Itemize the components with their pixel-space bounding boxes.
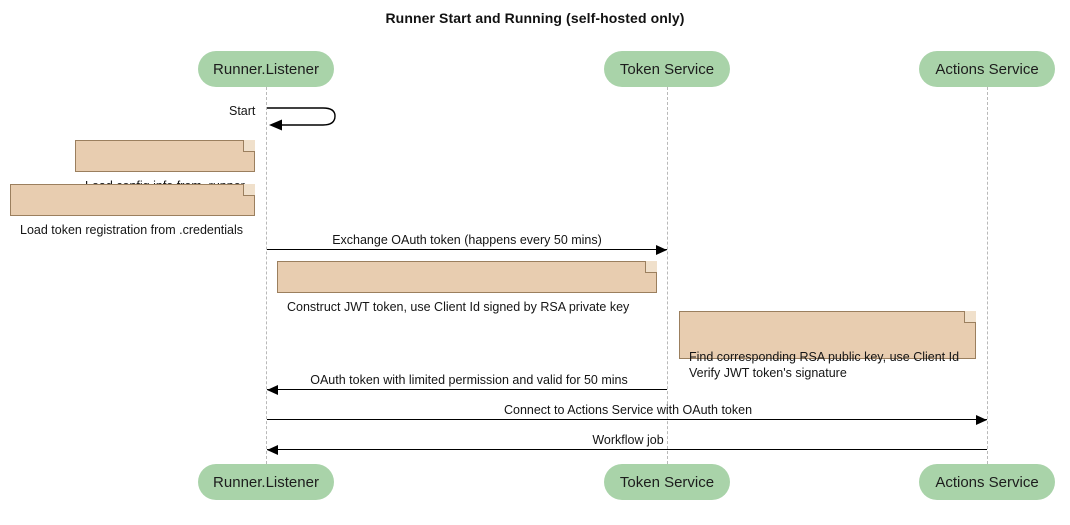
note-construct-jwt: Construct JWT token, use Client Id signe… — [277, 261, 657, 314]
message-label-exchange-oauth-token: Exchange OAuth token (happens every 50 m… — [332, 233, 602, 247]
note-load-config: Load config info from .runner — [75, 140, 255, 193]
lifeline-runner-listener — [266, 87, 267, 464]
lifeline-token-service — [667, 87, 668, 464]
note-text: Load token registration from .credential… — [20, 223, 244, 237]
arrow-head-left-icon — [267, 385, 278, 395]
participant-top-runner-listener[interactable]: Runner.Listener — [198, 51, 334, 87]
message-label-connect-actions-service: Connect to Actions Service with OAuth to… — [503, 403, 753, 417]
note-fold-corner-icon — [645, 261, 657, 273]
lifeline-actions-service — [987, 87, 988, 464]
participant-label: Actions Service — [935, 60, 1039, 78]
participant-label: Token Service — [619, 473, 715, 491]
note-text: Find corresponding RSA public key, use C… — [689, 350, 960, 380]
message-label-workflow-job: Workflow job — [592, 433, 664, 447]
participant-label: Actions Service — [935, 473, 1039, 491]
note-text: Construct JWT token, use Client Id signe… — [287, 300, 630, 314]
participant-bottom-runner-listener[interactable]: Runner.Listener — [198, 464, 334, 500]
self-message-start-loop — [266, 104, 346, 138]
participant-top-token-service[interactable]: Token Service — [604, 51, 730, 87]
message-arrow-exchange-oauth-token — [267, 245, 667, 255]
note-load-token-registration: Load token registration from .credential… — [10, 184, 255, 237]
arrow-head-right-icon — [976, 415, 987, 425]
participant-label: Runner.Listener — [213, 60, 319, 78]
note-fold-corner-icon — [243, 184, 255, 196]
self-message-label-start: Start — [229, 104, 256, 118]
message-arrow-connect-actions-service — [267, 415, 987, 425]
message-label-oauth-token-limited: OAuth token with limited permission and … — [310, 373, 628, 387]
participant-bottom-token-service[interactable]: Token Service — [604, 464, 730, 500]
note-verify-jwt: Find corresponding RSA public key, use C… — [679, 311, 976, 380]
arrow-head-right-icon — [656, 245, 667, 255]
note-fold-corner-icon — [964, 311, 976, 323]
arrow-head-left-icon — [267, 445, 278, 455]
note-fold-corner-icon — [243, 140, 255, 152]
participant-top-actions-service[interactable]: Actions Service — [919, 51, 1055, 87]
participant-bottom-actions-service[interactable]: Actions Service — [919, 464, 1055, 500]
message-arrow-workflow-job — [267, 445, 987, 455]
participant-label: Token Service — [619, 60, 715, 78]
participant-label: Runner.Listener — [213, 473, 319, 491]
diagram-title: Runner Start and Running (self-hosted on… — [385, 10, 685, 26]
message-arrow-oauth-token-limited — [267, 385, 667, 395]
